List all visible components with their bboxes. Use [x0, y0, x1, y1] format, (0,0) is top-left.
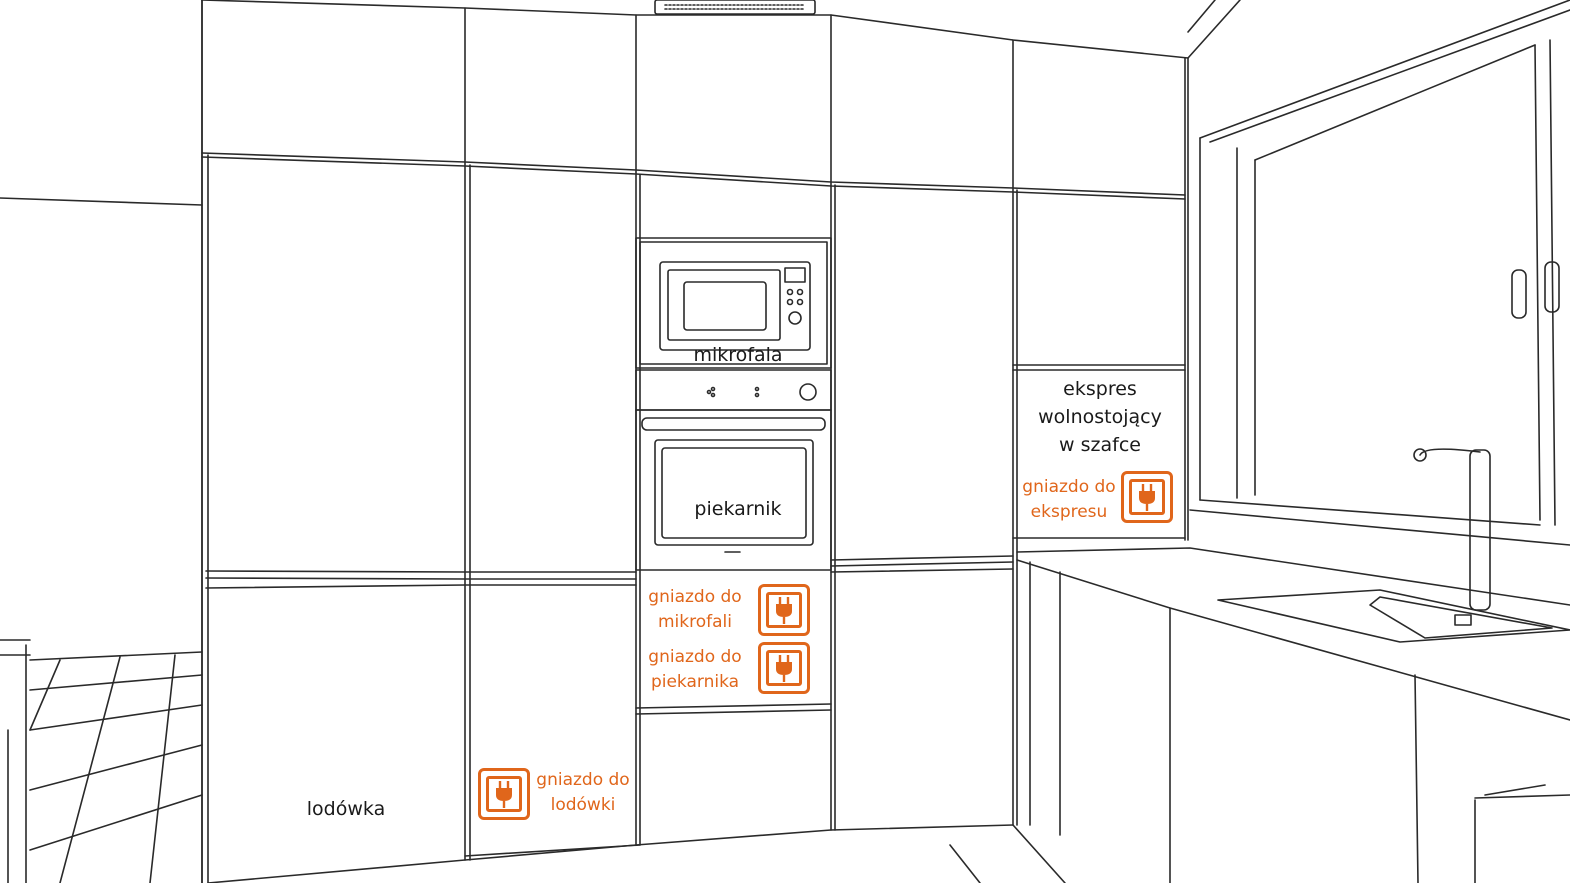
coffee-machine-label-line-3: w szafce — [1059, 434, 1141, 456]
plug-glyph — [776, 597, 792, 624]
coffee-machine-label: ekspres wolnostojący w szafce — [1015, 375, 1185, 459]
fridge-label: lodówka — [306, 798, 386, 820]
fridge-socket-label: gniazdo do lodówki — [530, 768, 636, 818]
left-room-outline — [0, 0, 203, 883]
microwave-socket-label-line-2: mikrofali — [658, 612, 732, 632]
oven-socket-label-line-1: gniazdo do — [648, 647, 742, 667]
plug-glyph — [776, 655, 792, 682]
ceiling-vent — [654, 0, 816, 15]
microwave-label: mikrofala — [693, 344, 783, 366]
oven-label: piekarnik — [694, 498, 782, 520]
plug-glyph — [1139, 484, 1155, 511]
oven-socket-label: gniazdo do piekarnika — [642, 645, 748, 695]
power-plug-icon — [1121, 471, 1173, 523]
coffee-socket-label-line-1: gniazdo do — [1022, 477, 1116, 497]
coffee-machine-label-line-1: ekspres — [1063, 378, 1137, 400]
power-plug-icon — [758, 584, 810, 636]
coffee-cabinet — [1012, 364, 1186, 539]
microwave-socket-label-line-1: gniazdo do — [648, 587, 742, 607]
coffee-machine-label-line-2: wolnostojący — [1038, 406, 1162, 428]
fridge-socket-label-line-2: lodówki — [550, 795, 616, 815]
window-and-counter — [949, 0, 1570, 883]
power-plug-icon — [758, 642, 810, 694]
power-plug-icon — [478, 768, 530, 820]
oven-socket-label-line-2: piekarnika — [650, 672, 740, 692]
fridge-socket-label-line-1: gniazdo do — [536, 770, 630, 790]
appliance-column — [635, 237, 832, 715]
coffee-socket-label-line-2: ekspresu — [1030, 502, 1108, 522]
plug-glyph — [496, 781, 512, 808]
coffee-socket-label: gniazdo do ekspresu — [1016, 475, 1122, 525]
microwave-socket-label: gniazdo do mikrofali — [642, 585, 748, 635]
